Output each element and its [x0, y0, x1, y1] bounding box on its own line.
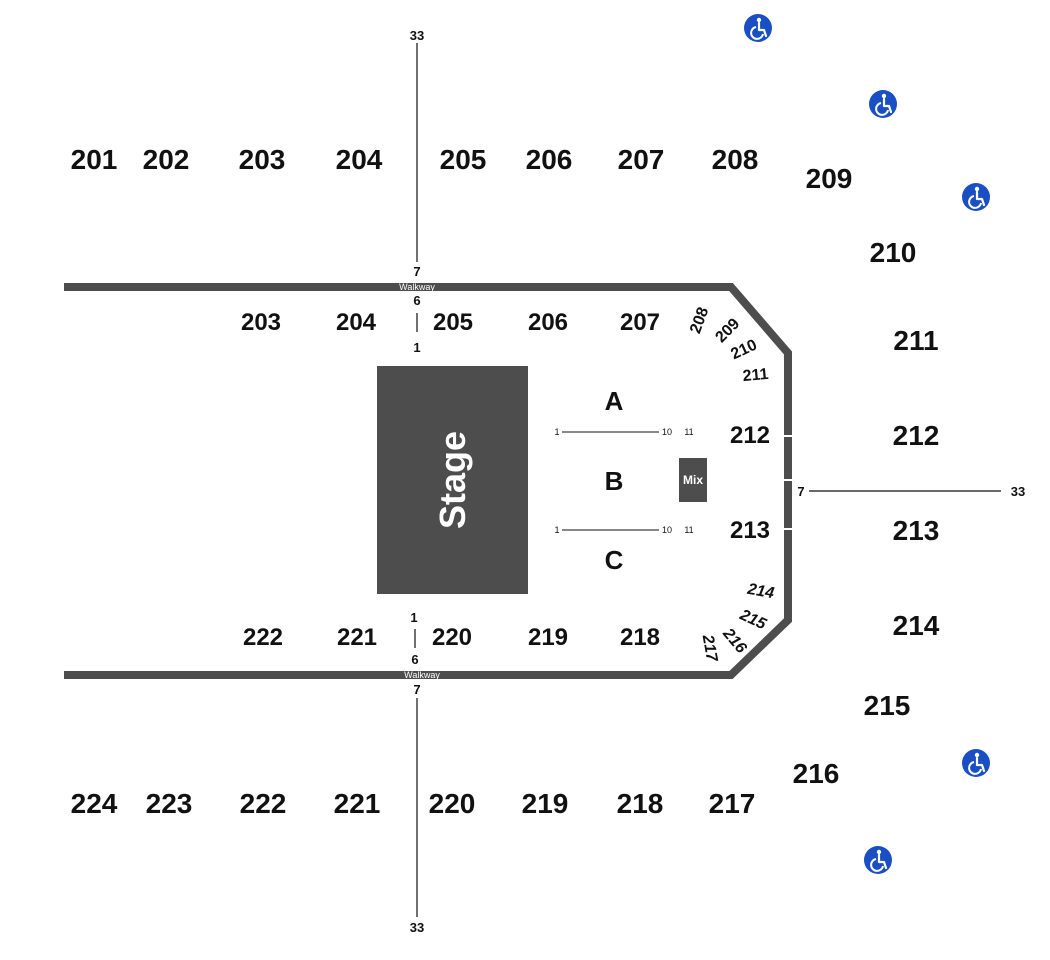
section-217[interactable]: 217	[709, 788, 756, 819]
section-216[interactable]: 216	[793, 758, 840, 789]
upper-level-top: 201 202 203 204 205 206 207 208 209 210	[71, 144, 917, 268]
section-lower-206[interactable]: 206	[528, 309, 568, 336]
floor-seat-num-c-end: 10	[662, 525, 672, 535]
arena-outline-wall	[64, 283, 792, 679]
accessible-seating-icons	[744, 14, 990, 874]
section-210[interactable]: 210	[870, 237, 917, 268]
section-lower-213[interactable]: 213	[730, 517, 770, 544]
section-lower-207[interactable]: 207	[620, 309, 660, 336]
stage: Stage	[377, 366, 528, 594]
section-206[interactable]: 206	[526, 144, 573, 175]
section-lower-216[interactable]: 216	[719, 625, 750, 657]
seat-num-top-walkway-row: 6	[413, 293, 420, 308]
section-204[interactable]: 204	[336, 144, 383, 175]
seat-num-right-outer: 33	[1011, 484, 1025, 499]
section-lower-205[interactable]: 205	[433, 309, 473, 336]
section-lower-203[interactable]: 203	[241, 309, 281, 336]
stage-block	[377, 366, 528, 594]
mix-position: Mix	[679, 458, 707, 502]
section-219[interactable]: 219	[522, 788, 569, 819]
seat-num-bottom-first-row: 1	[410, 610, 417, 625]
section-lower-220[interactable]: 220	[432, 624, 472, 651]
section-202[interactable]: 202	[143, 144, 190, 175]
floor-seat-num-a-next: 11	[684, 427, 693, 437]
lower-level-top: 203 204 205 206 207	[241, 309, 660, 336]
seat-num-bottom-outer: 33	[410, 920, 424, 935]
section-lower-209[interactable]: 209	[712, 315, 743, 346]
section-207[interactable]: 207	[618, 144, 665, 175]
seat-num-top-first-row: 1	[413, 340, 420, 355]
section-209[interactable]: 209	[806, 163, 853, 194]
floor-row-a[interactable]: A	[605, 386, 624, 416]
section-lower-210[interactable]: 210	[728, 337, 759, 364]
section-214[interactable]: 214	[893, 610, 940, 641]
section-lower-208[interactable]: 208	[687, 305, 712, 336]
upper-level-bottom: 216 217 218 219 220 221 222 223 224	[71, 758, 840, 819]
upper-level-right: 211 212 213 214 215	[864, 325, 940, 721]
section-224[interactable]: 224	[71, 788, 118, 819]
seat-num-bottom-walkway-row: 6	[411, 652, 418, 667]
wheelchair-icon	[744, 14, 772, 42]
section-215[interactable]: 215	[864, 690, 911, 721]
seat-num-top-inner: 7	[413, 264, 420, 279]
section-203[interactable]: 203	[239, 144, 286, 175]
section-221[interactable]: 221	[334, 788, 381, 819]
wheelchair-icon	[869, 90, 897, 118]
floor-seat-num-a-end: 10	[662, 427, 672, 437]
section-lower-212[interactable]: 212	[730, 422, 770, 449]
section-222[interactable]: 222	[240, 788, 287, 819]
walkway-label-top: Walkway	[399, 282, 435, 292]
floor-row-c[interactable]: C	[605, 545, 624, 575]
floor-row-b[interactable]: B	[605, 466, 624, 496]
section-lower-211[interactable]: 211	[742, 366, 769, 385]
floor-seat-num-c-next: 11	[684, 525, 693, 535]
section-213[interactable]: 213	[893, 515, 940, 546]
section-lower-222[interactable]: 222	[243, 624, 283, 651]
section-lower-217[interactable]: 217	[699, 633, 721, 664]
wheelchair-icon	[962, 183, 990, 211]
section-201[interactable]: 201	[71, 144, 118, 175]
section-lower-204[interactable]: 204	[336, 309, 377, 336]
section-223[interactable]: 223	[146, 788, 193, 819]
section-212[interactable]: 212	[893, 420, 940, 451]
floor-seat-num-c-start: 1	[554, 525, 559, 535]
seat-num-top-outer: 33	[410, 28, 424, 43]
wheelchair-icon	[864, 846, 892, 874]
mix-block	[679, 458, 707, 502]
section-220[interactable]: 220	[429, 788, 476, 819]
lower-level-corner-bottom: 214 215 216 217	[699, 581, 776, 664]
seat-num-right-inner: 7	[797, 484, 804, 499]
seat-num-bottom-inner: 7	[413, 682, 420, 697]
walkway-label-bottom: Walkway	[404, 670, 440, 680]
section-lower-218[interactable]: 218	[620, 624, 660, 651]
section-208[interactable]: 208	[712, 144, 759, 175]
section-218[interactable]: 218	[617, 788, 664, 819]
floor-seat-num-a-start: 1	[554, 427, 559, 437]
wheelchair-icon	[962, 749, 990, 777]
stage-label: Stage	[432, 431, 473, 529]
mix-label: Mix	[683, 473, 703, 487]
section-lower-215[interactable]: 215	[736, 606, 769, 634]
section-lower-221[interactable]: 221	[337, 624, 377, 651]
lower-level-right: 212 213	[730, 422, 770, 544]
section-lower-214[interactable]: 214	[745, 581, 775, 603]
lower-level-bottom: 222 221 220 219 218	[243, 624, 660, 651]
section-205[interactable]: 205	[440, 144, 487, 175]
section-211[interactable]: 211	[893, 325, 938, 356]
section-lower-219[interactable]: 219	[528, 624, 568, 651]
